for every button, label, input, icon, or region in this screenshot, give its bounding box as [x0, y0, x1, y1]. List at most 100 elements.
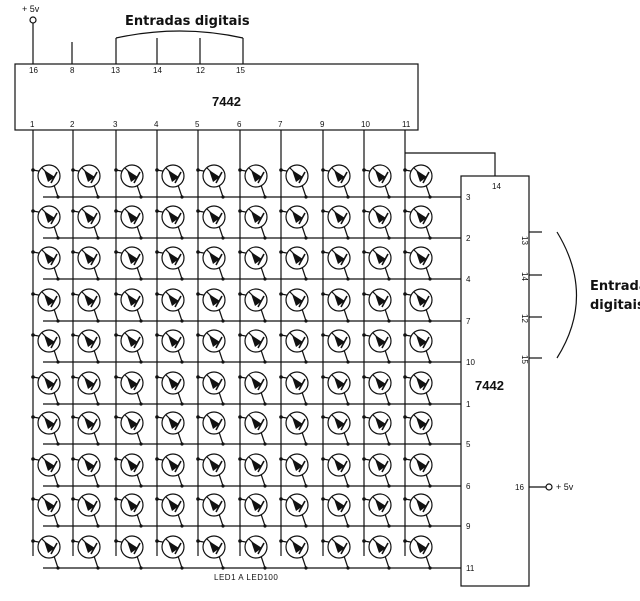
- right-input-pin: 12: [520, 314, 529, 323]
- led: [31, 493, 61, 528]
- led: [279, 493, 309, 528]
- top-output-pin: 1: [30, 120, 35, 129]
- top-output-pin: 2: [70, 120, 75, 129]
- led: [403, 535, 433, 570]
- led: [279, 288, 309, 323]
- right-output-pin: 9: [466, 522, 471, 531]
- led: [114, 329, 144, 364]
- supply-terminal: [29, 16, 37, 24]
- supply-top: + 5v: [22, 4, 40, 64]
- led: [321, 329, 351, 364]
- top-input-pin: 14: [153, 66, 162, 75]
- led: [362, 205, 392, 240]
- right-supply-pin: 16: [515, 483, 524, 492]
- led: [114, 535, 144, 570]
- led: [238, 329, 268, 364]
- led: [114, 371, 144, 406]
- supply-terminal: [545, 483, 553, 491]
- led: [196, 288, 226, 323]
- right-output-pin: 7: [466, 317, 471, 326]
- right-output-pin: 4: [466, 275, 471, 284]
- led: [238, 371, 268, 406]
- led: [71, 493, 101, 528]
- led: [31, 205, 61, 240]
- right-vcc-pin: 14: [492, 182, 501, 191]
- led: [362, 288, 392, 323]
- top-output-pin: 5: [195, 120, 200, 129]
- right-output-pin: 1: [466, 400, 471, 409]
- led: [155, 535, 185, 570]
- top-input-pin: 16: [29, 66, 38, 75]
- led: [279, 246, 309, 281]
- led: [403, 493, 433, 528]
- led: [403, 329, 433, 364]
- led: [196, 493, 226, 528]
- led: [31, 246, 61, 281]
- led: [321, 453, 351, 488]
- led: [196, 246, 226, 281]
- right-output-pin: 11: [466, 564, 475, 573]
- led: [238, 246, 268, 281]
- led: [196, 411, 226, 446]
- led: [403, 371, 433, 406]
- led: [321, 493, 351, 528]
- top-output-pin: 4: [154, 120, 159, 129]
- top-input-pin: 15: [236, 66, 245, 75]
- top-decoder-body: [14, 63, 419, 131]
- top-input-pin: 8: [70, 66, 75, 75]
- led: [321, 205, 351, 240]
- led: [31, 453, 61, 488]
- led: [71, 246, 101, 281]
- led: [31, 411, 61, 446]
- led: [155, 493, 185, 528]
- led: [362, 493, 392, 528]
- led: [321, 411, 351, 446]
- led: [238, 535, 268, 570]
- led: [71, 164, 101, 199]
- led: [362, 535, 392, 570]
- right-input-label-1: Entradas: [590, 279, 640, 294]
- led: [403, 164, 433, 199]
- led: [114, 453, 144, 488]
- led: [362, 164, 392, 199]
- top-decoder-name: 7442: [212, 94, 241, 109]
- vcc-wire: [405, 152, 496, 176]
- led: [31, 371, 61, 406]
- led: [279, 205, 309, 240]
- led: [71, 288, 101, 323]
- led: [31, 329, 61, 364]
- led: [31, 164, 61, 199]
- led: [31, 535, 61, 570]
- led: [155, 246, 185, 281]
- led: [321, 246, 351, 281]
- led: [238, 164, 268, 199]
- led: [403, 246, 433, 281]
- led-caption: LED1 A LED100: [214, 573, 278, 582]
- led: [403, 453, 433, 488]
- led: [279, 411, 309, 446]
- supply-right-label: + 5v: [556, 482, 574, 492]
- top-input-pin: 12: [196, 66, 205, 75]
- led: [403, 411, 433, 446]
- led: [279, 164, 309, 199]
- led: [155, 371, 185, 406]
- right-input-pin: 14: [520, 272, 529, 281]
- led: [114, 164, 144, 199]
- led: [196, 535, 226, 570]
- led: [321, 535, 351, 570]
- led: [71, 453, 101, 488]
- led: [71, 371, 101, 406]
- led-matrix: [31, 130, 496, 570]
- top-input-label: Entradas digitais: [125, 14, 250, 29]
- right-input-pin: 15: [520, 355, 529, 364]
- led: [362, 329, 392, 364]
- led: [279, 453, 309, 488]
- led: [71, 329, 101, 364]
- top-output-pin: 3: [113, 120, 118, 129]
- led: [321, 288, 351, 323]
- led: [155, 288, 185, 323]
- top-output-pin: 11: [402, 120, 411, 129]
